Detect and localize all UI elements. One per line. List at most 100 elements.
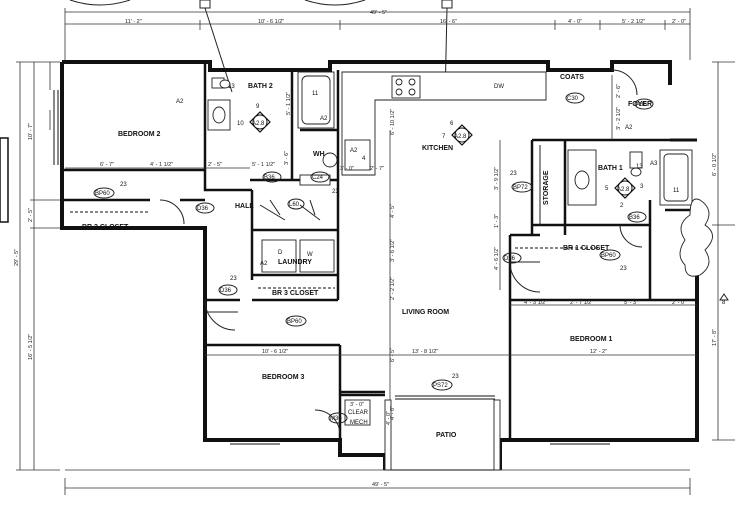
dim-wh-w: 3' - 0" xyxy=(340,166,354,172)
dim-top-1: 11' - 2" xyxy=(125,19,142,25)
dim-mech-w: 3' - 0" xyxy=(350,402,364,408)
label-living-room: LIVING ROOM xyxy=(402,309,449,316)
tag-23-br1: 23 xyxy=(620,266,627,272)
dim-br1-w: 12' - 2" xyxy=(590,349,607,355)
bottom-dimensions: 49' - 5" xyxy=(64,469,691,495)
dim-br2-w3: 2' - 5" xyxy=(208,162,222,168)
dim-top-4: 4' - 0" xyxy=(568,19,582,25)
dim-hall-w: 5' - 1 1/2" xyxy=(252,162,275,168)
dim-v2: 3' - 6 1/2" xyxy=(390,239,396,262)
label-storage: STORAGE xyxy=(543,170,550,205)
dim-mech-h: 4' - 0" xyxy=(386,411,392,425)
label-bath1: BATH 1 xyxy=(598,165,623,172)
tag-11-bath1: 11 xyxy=(673,188,680,194)
tag-bp60-br3: BP60 xyxy=(287,319,302,325)
tag-ps72: PS72 xyxy=(433,383,448,389)
dim-kitchen-h: 6' - 10 1/2" xyxy=(390,109,396,135)
dim-v3: 2' - 2 1/2" xyxy=(390,277,396,300)
tags: D36 D36 D36 B36 B36 C24 C30 A36 M36 L60 … xyxy=(93,84,680,424)
tag-b36-bath1: B36 xyxy=(629,215,640,221)
dim-br2-w: 6' - 7" xyxy=(100,162,114,168)
left-dimensions: 29' - 5" 10' - 7" 2' - 5" 16' - 5 1/2" xyxy=(14,61,60,471)
dim-top-total: 49' - 5" xyxy=(370,10,387,16)
label-foyer: FOYER xyxy=(628,101,652,108)
dim-br1-d: 2' - 0" xyxy=(672,300,686,306)
label-bedroom3: BEDROOM 3 xyxy=(262,374,305,381)
tag-3-bath1: 3 xyxy=(640,184,644,190)
dim-left-total: 29' - 5" xyxy=(14,249,20,266)
tag-a2-br2: A2 xyxy=(176,99,184,105)
dim-bottom-total: 49' - 5" xyxy=(372,482,389,488)
label-laundry: LAUNDRY xyxy=(278,259,312,266)
fixtures xyxy=(70,71,713,471)
tag-23-br3: 23 xyxy=(230,276,237,282)
dim-wh-w2: 2' - 7" xyxy=(370,166,384,172)
tag-m36: M36 xyxy=(330,416,342,422)
tag-d36-hall: D36 xyxy=(197,206,209,212)
tag-13-bath1: 13 xyxy=(636,164,643,170)
tag-23-lr: 23 xyxy=(452,374,459,380)
dim-bath1-b: 3' - 9 1/2" xyxy=(494,167,500,190)
left-detail-box xyxy=(0,137,9,223)
dim-left-mid: 2' - 5" xyxy=(28,208,34,222)
tag-c24: C24 xyxy=(312,175,324,181)
label-patio: PATIO xyxy=(436,432,457,439)
tag-bp60-br1: BP60 xyxy=(601,253,616,259)
label-bedroom2: BEDROOM 2 xyxy=(118,131,161,138)
tag-5-bath1: 5 xyxy=(605,186,609,192)
tag-a2-bath2: A2 xyxy=(320,116,328,122)
tag-c30: C30 xyxy=(567,96,579,102)
marker-bath2: A2.8 xyxy=(252,121,265,127)
tag-l60: L60 xyxy=(289,202,300,208)
dim-br1-a: 4' - 3 1/2" xyxy=(524,300,547,306)
tag-10-bath2: 10 xyxy=(237,121,244,127)
tag-4-wh: 4 xyxy=(362,156,366,162)
windows xyxy=(53,90,610,445)
label-kitchen: KITCHEN xyxy=(422,145,453,152)
tag-2-bath1: 2 xyxy=(620,203,624,209)
dim-right-lower: 17' - 8" xyxy=(712,329,718,346)
dim-foyer-h: 2' - 6" xyxy=(616,84,622,98)
tag-a2-laundry: A2 xyxy=(260,261,268,267)
dim-right-upper: 6' - 0 1/2" xyxy=(712,153,718,176)
dim-left-lower: 16' - 5 1/2" xyxy=(28,334,34,360)
elevation-markers: A2.8 A2.8 A2.8 xyxy=(249,111,636,199)
dim-v5: 4' - 0" xyxy=(390,406,396,420)
tag-9-bath2: 9 xyxy=(256,104,260,110)
tag-b36-bath2: B36 xyxy=(264,175,275,181)
dim-bath1-a: 3' - 2 1/2" xyxy=(616,107,622,130)
tag-a36: A36 xyxy=(636,102,647,108)
label-br2-closet: BR 2 CLOSET xyxy=(82,224,129,231)
dim-bath1-c: 1' - 3" xyxy=(494,214,500,228)
dim-br3-w: 10' - 6 1/2" xyxy=(262,349,288,355)
label-br1-closet: BR 1 CLOSET xyxy=(563,245,610,252)
room-labels: BEDROOM 2 BATH 2 KITCHEN COATS FOYER BAT… xyxy=(82,74,652,439)
label-bedroom1: BEDROOM 1 xyxy=(570,336,613,343)
dim-v4: 6' - 5" xyxy=(390,348,396,362)
dim-bath1-d: 4' - 6 1/2" xyxy=(494,247,500,270)
label-mech: MECH xyxy=(350,420,368,426)
interior-dimensions xyxy=(65,75,697,400)
dim-bath2-h: 5' - 1 1/2" xyxy=(286,92,292,115)
dim-left-upper: 10' - 7" xyxy=(28,123,34,140)
tag-7-kitchen: 7 xyxy=(442,134,446,140)
tag-d36-br3: D36 xyxy=(220,288,232,294)
dim-v1: 4' - 5" xyxy=(390,204,396,218)
dim-lr-w: 13' - 8 1/2" xyxy=(412,349,438,355)
tag-a2-foyer: A2 xyxy=(625,125,633,131)
tag-right-8: 8 xyxy=(722,300,726,306)
dim-top-6: 2' - 0" xyxy=(672,19,686,25)
dim-top-5: 5' - 2 1/2" xyxy=(622,19,645,25)
top-dimensions: 49' - 5" 11' - 2" 10' - 6 1/2" 16' - 6" … xyxy=(64,8,691,60)
exterior-walls xyxy=(60,60,699,471)
interior-dimension-text: 6' - 7" 4' - 1 1/2" 2' - 5" 5' - 1 1/2" … xyxy=(100,84,686,425)
right-dimensions: 6' - 0 1/2" 17' - 8" 8 xyxy=(712,61,735,441)
dim-hall-h: 3' - 6" xyxy=(284,151,290,165)
tag-23-br2: 23 xyxy=(120,182,127,188)
label-washer: W xyxy=(307,252,313,258)
tag-11-bath2: 11 xyxy=(312,91,319,97)
tag-a3: A3 xyxy=(650,161,658,167)
tag-13-bath2: 13 xyxy=(228,84,235,90)
label-dw: DW xyxy=(494,84,504,90)
dim-top-3: 16' - 6" xyxy=(440,19,457,25)
